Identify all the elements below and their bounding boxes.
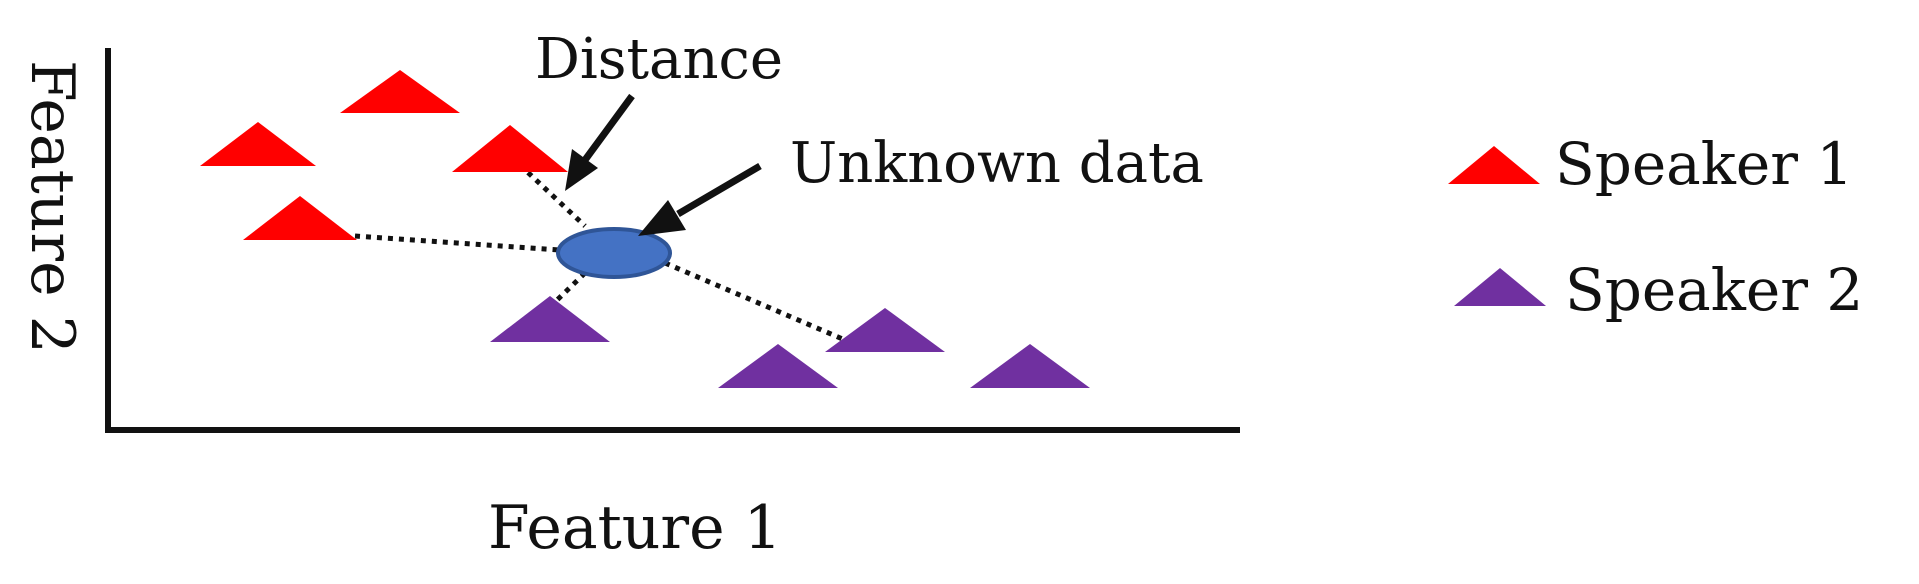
unknown-data-point <box>556 227 672 279</box>
distance-line-4 <box>553 271 587 304</box>
speaker2-point <box>970 344 1090 388</box>
distance-lines <box>354 163 846 343</box>
unknown-arrow-head <box>638 200 686 236</box>
speaker2-point <box>490 296 610 342</box>
legend-speaker2-label: Speaker 2 <box>1565 256 1863 324</box>
axes <box>105 48 1240 433</box>
distance-arrow-head <box>565 149 598 191</box>
speaker2-point <box>718 344 838 388</box>
speaker1-point <box>340 70 460 113</box>
legend-speaker2-marker <box>1454 268 1546 306</box>
speaker1-point <box>452 125 568 172</box>
distance-line-3 <box>664 260 846 343</box>
unknown-data-label: Unknown data <box>790 131 1204 196</box>
unknown-arrow-shaft <box>676 162 762 218</box>
speaker1-point <box>200 122 316 166</box>
distance-line-1 <box>354 233 561 253</box>
distance-line-2 <box>518 163 587 228</box>
x-axis-label: Feature 1 <box>488 493 782 563</box>
distance-label: Distance <box>535 27 783 92</box>
speaker1-point <box>243 196 357 240</box>
arrows <box>565 93 762 236</box>
y-axis-label: Feature 2 <box>17 60 87 354</box>
legend-speaker1-label: Speaker 1 <box>1555 130 1853 198</box>
distance-arrow-shaft <box>582 93 635 163</box>
speaker1-points <box>200 70 568 240</box>
speaker2-point <box>825 308 945 352</box>
speaker2-points <box>490 296 1090 388</box>
legend-speaker1-marker <box>1448 146 1540 184</box>
legend: Speaker 1 Speaker 2 <box>1448 130 1863 324</box>
